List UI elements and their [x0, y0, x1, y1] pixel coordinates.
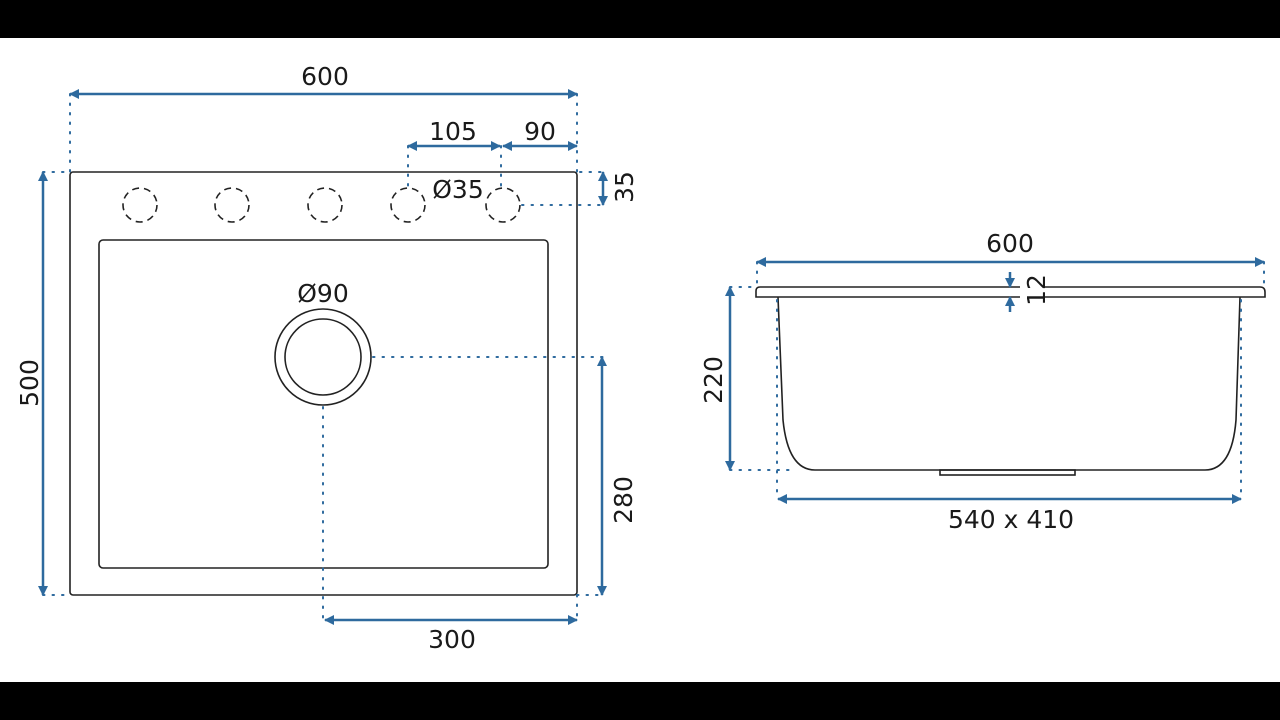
- tap-hole: [214, 187, 250, 223]
- label-drain-bottom: 280: [609, 476, 638, 524]
- tap-hole: [390, 187, 426, 223]
- label-hole-offset: 35: [610, 171, 639, 203]
- label-depth: 220: [699, 356, 728, 404]
- bowl-profile: [777, 296, 1241, 471]
- tap-hole: [122, 187, 158, 223]
- sink-outer-outline: [69, 171, 578, 596]
- top-letterbox-bar: [0, 0, 1280, 38]
- drain-outer: [274, 308, 372, 406]
- label-hole-diameter: Ø35: [432, 175, 484, 204]
- rim-outline: [755, 286, 1266, 298]
- label-side-width: 600: [986, 229, 1034, 258]
- tap-hole: [485, 187, 521, 223]
- label-hole-edge: 90: [524, 117, 556, 146]
- label-hole-spacing: 105: [429, 117, 477, 146]
- drain-stub: [939, 469, 1076, 476]
- label-height: 500: [15, 359, 44, 407]
- bottom-letterbox-bar: [0, 682, 1280, 720]
- label-width: 600: [301, 62, 349, 91]
- side-view: 600 12 220 540 x 410: [699, 229, 1266, 534]
- tap-holes: [122, 187, 521, 223]
- label-rim-thickness: 12: [1022, 274, 1051, 306]
- label-drain-right: 300: [428, 625, 476, 654]
- tap-hole: [307, 187, 343, 223]
- top-view: 600 105 90 Ø35 35 500 Ø90 280 300: [15, 62, 639, 654]
- label-bowl-size: 540 x 410: [948, 505, 1074, 534]
- drain-inner: [284, 318, 362, 396]
- label-drain-diameter: Ø90: [297, 279, 349, 308]
